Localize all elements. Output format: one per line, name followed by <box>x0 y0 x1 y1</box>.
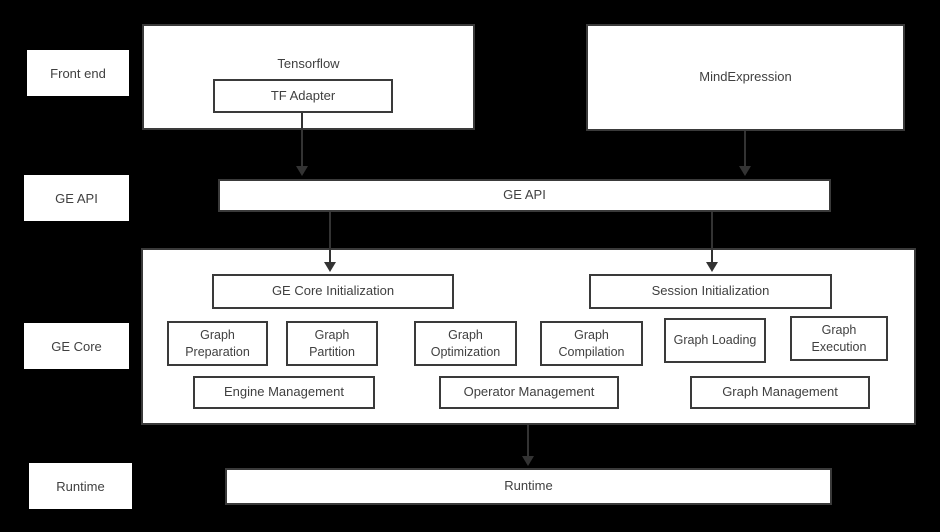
engine-management-box: Engine Management <box>193 376 375 409</box>
layer-label-ge-api: GE API <box>24 175 129 221</box>
ge-api-box: GE API <box>218 179 831 212</box>
stage-box-graph-optimization: Graph Optimization <box>414 321 517 366</box>
graph-management-box: Graph Management <box>690 376 870 409</box>
arrow-tf-adapter-to-ge-api <box>301 113 303 166</box>
mindexpression-box: MindExpression <box>586 24 905 131</box>
session-initialization-box: Session Initialization <box>589 274 832 309</box>
arrow-mindexpression-to-ge-api <box>744 131 746 166</box>
stage-box-graph-loading: Graph Loading <box>664 318 766 363</box>
stage-box-graph-preparation: Graph Preparation <box>167 321 268 366</box>
tf-adapter-box: TF Adapter <box>213 79 393 113</box>
operator-management-box: Operator Management <box>439 376 619 409</box>
layer-label-ge-core: GE Core <box>24 323 129 369</box>
runtime-box: Runtime <box>225 468 832 505</box>
layer-label-runtime: Runtime <box>29 463 132 509</box>
arrow-ge-core-to-runtime <box>527 425 529 456</box>
stage-box-graph-execution: Graph Execution <box>790 316 888 361</box>
stage-box-graph-partition: Graph Partition <box>286 321 378 366</box>
tensorflow-title: Tensorflow <box>277 56 340 71</box>
arrow-ge-api-to-session-initialization <box>711 212 713 262</box>
stage-box-graph-compilation: Graph Compilation <box>540 321 643 366</box>
ge-core-initialization-box: GE Core Initialization <box>212 274 454 309</box>
arrow-ge-api-to-ge-core-initialization <box>329 212 331 262</box>
layer-label-front-end: Front end <box>27 50 129 96</box>
tensorflow-box: Tensorflow TF Adapter <box>142 24 475 130</box>
